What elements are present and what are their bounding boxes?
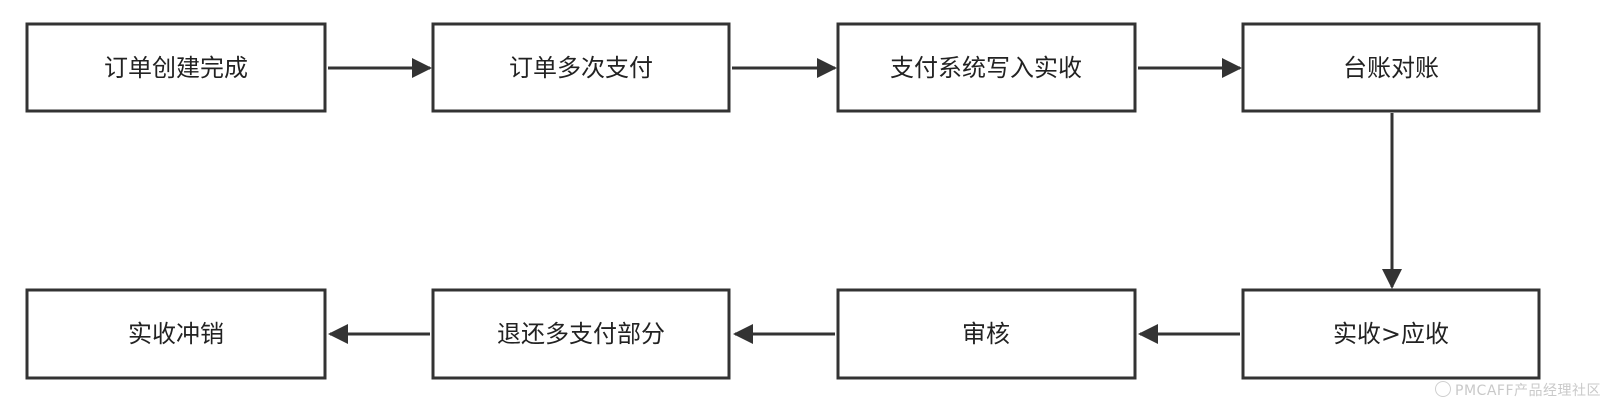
node-order-created: 订单创建完成 — [25, 22, 327, 113]
node-order-multiple-payments: 订单多次支付 — [431, 22, 731, 113]
node-label: 实收冲销 — [128, 320, 224, 348]
node-ledger-reconciliation: 台账对账 — [1241, 22, 1541, 113]
watermark-text: PMCAFF产品经理社区 — [1455, 383, 1601, 399]
node-label: 台账对账 — [1343, 54, 1439, 82]
node-payment-system-write: 支付系统写入实收 — [836, 22, 1137, 113]
node-label: 订单多次支付 — [509, 54, 653, 82]
node-label: 实收>应收 — [1333, 320, 1449, 348]
node-review: 审核 — [836, 288, 1137, 380]
node-refund-overpayment: 退还多支付部分 — [431, 288, 731, 380]
node-label: 订单创建完成 — [104, 54, 248, 82]
node-received-gt-receivable: 实收>应收 — [1241, 288, 1541, 380]
watermark: PMCAFF产品经理社区 — [1435, 380, 1601, 400]
circle-logo-icon — [1435, 381, 1452, 397]
edges — [328, 58, 1402, 344]
node-label: 支付系统写入实收 — [890, 54, 1082, 82]
node-label: 审核 — [962, 320, 1010, 348]
node-label: 退还多支付部分 — [497, 320, 665, 348]
node-received-write-off: 实收冲销 — [25, 288, 327, 380]
